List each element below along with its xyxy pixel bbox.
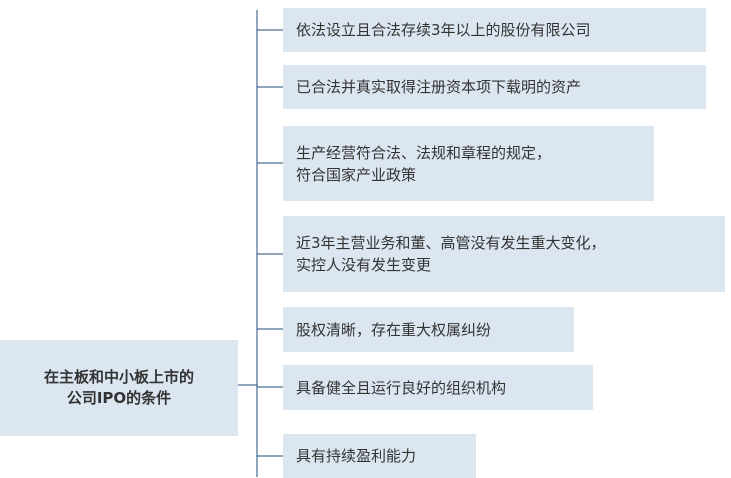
condition-node-1: 依法设立且合法存续3年以上的股份有限公司 [283,8,706,52]
root-node: 在主板和中小板上市的 公司IPO的条件 [0,340,238,436]
condition-node-5: 股权清晰，存在重大权属纠纷 [283,307,574,352]
condition-node-3: 生产经营符合法、法规和章程的规定， 符合国家产业政策 [283,126,654,201]
condition-node-6: 具备健全且运行良好的组织机构 [283,365,593,410]
condition-node-7: 具有持续盈利能力 [283,434,476,478]
condition-node-2: 已合法并真实取得注册资本项下载明的资产 [283,65,706,109]
condition-node-4: 近3年主营业务和董、高管没有发生重大变化， 实控人没有发生变更 [283,216,725,292]
